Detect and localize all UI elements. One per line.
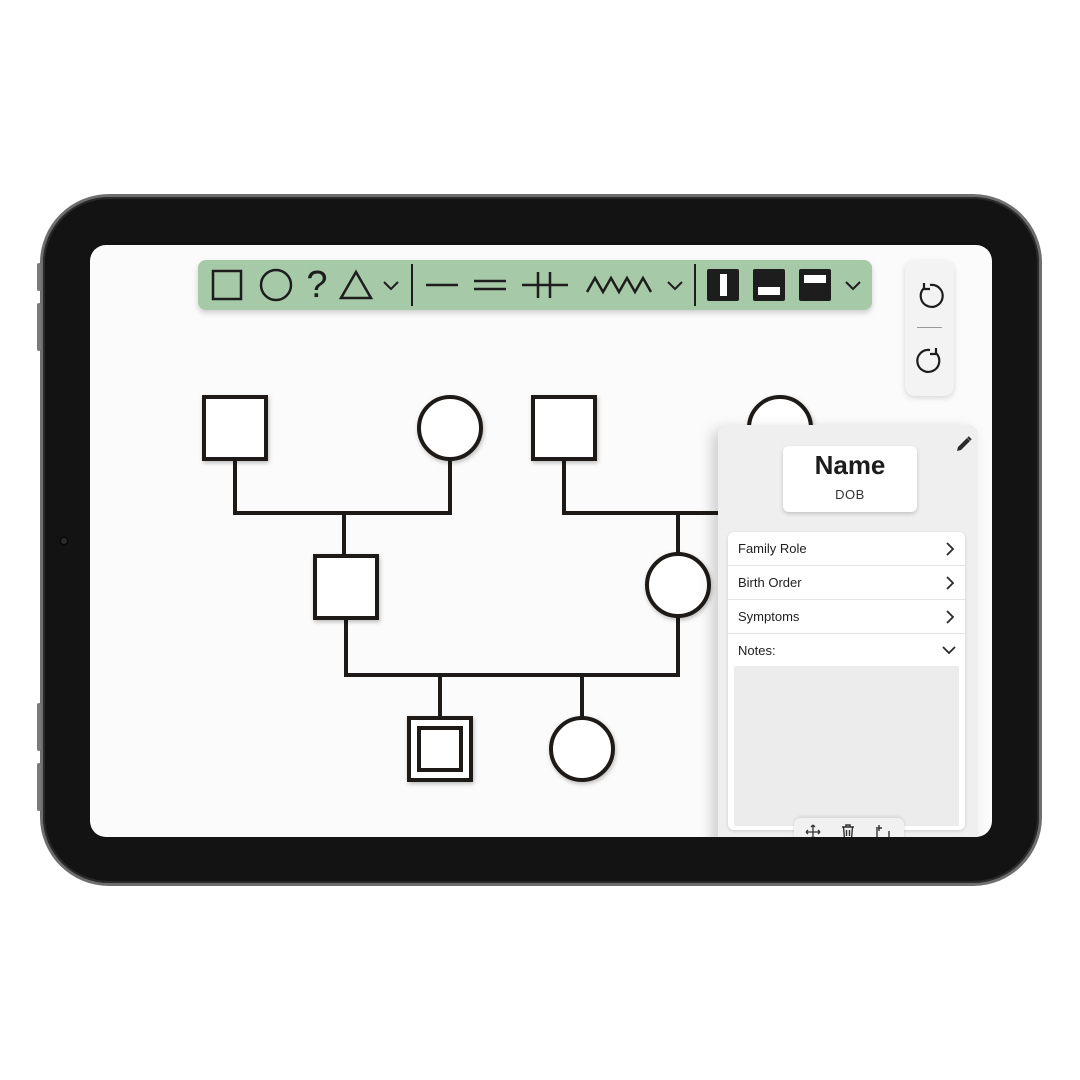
fill-left-half-icon bbox=[707, 269, 739, 301]
triangle-tool-button[interactable] bbox=[336, 260, 376, 310]
square-icon bbox=[211, 269, 243, 301]
chevron-right-icon bbox=[946, 576, 955, 590]
fill-left-half-tool-button[interactable] bbox=[704, 260, 742, 310]
zigzag-tool-button[interactable] bbox=[584, 260, 654, 310]
individual-female[interactable] bbox=[417, 395, 483, 461]
toolbar-divider bbox=[694, 264, 696, 306]
details-list: Family Role Birth Order Symptoms Notes: bbox=[728, 532, 965, 830]
individual-female[interactable] bbox=[645, 552, 711, 618]
redo-icon bbox=[915, 348, 940, 373]
history-controls bbox=[905, 260, 954, 396]
toolbar-divider bbox=[411, 264, 413, 306]
row-label: Symptoms bbox=[738, 609, 800, 624]
name-card[interactable]: Name DOB bbox=[783, 446, 917, 512]
delete-button[interactable] bbox=[837, 822, 859, 837]
mute-switch bbox=[37, 263, 41, 291]
notes-textarea[interactable] bbox=[734, 666, 959, 826]
chevron-down-icon bbox=[667, 281, 683, 291]
panel-actions bbox=[794, 818, 904, 837]
couple-line-right[interactable] bbox=[562, 459, 732, 515]
fill-more-dropdown[interactable] bbox=[842, 260, 864, 310]
chevron-down-icon bbox=[383, 281, 399, 291]
volume-up-button bbox=[37, 303, 41, 351]
circle-icon bbox=[259, 268, 293, 302]
move-icon bbox=[805, 824, 821, 837]
triangle-icon bbox=[338, 269, 374, 300]
connector-lines bbox=[233, 459, 732, 719]
relationship-more-dropdown[interactable] bbox=[664, 260, 686, 310]
chevron-right-icon bbox=[946, 610, 955, 624]
fill-bottom-half-tool-button[interactable] bbox=[750, 260, 788, 310]
couple-line-left[interactable] bbox=[233, 459, 452, 515]
row-label: Birth Order bbox=[738, 575, 802, 590]
chevron-down-icon bbox=[942, 646, 956, 655]
history-divider bbox=[917, 327, 942, 328]
pencil-icon bbox=[957, 436, 972, 451]
proband-inner-square bbox=[417, 726, 463, 772]
couple-line-middle[interactable] bbox=[344, 615, 680, 677]
undo-button[interactable] bbox=[905, 265, 954, 325]
zigzag-icon bbox=[585, 275, 653, 295]
individual-male[interactable] bbox=[202, 395, 268, 461]
shape-more-dropdown[interactable] bbox=[380, 260, 402, 310]
separated-tool-button[interactable] bbox=[518, 260, 572, 310]
add-photo-button[interactable] bbox=[872, 822, 894, 837]
individual-details-panel: Name DOB Family Role Birth Order Symptom… bbox=[718, 425, 978, 837]
edit-button[interactable] bbox=[953, 433, 975, 455]
circle-tool-button[interactable] bbox=[254, 260, 298, 310]
individual-dob: DOB bbox=[835, 487, 865, 502]
row-label: Family Role bbox=[738, 541, 807, 556]
redo-button[interactable] bbox=[905, 330, 954, 390]
individual-female[interactable] bbox=[549, 716, 615, 782]
individual-male[interactable] bbox=[313, 554, 379, 620]
separated-icon bbox=[522, 272, 568, 298]
app-screen: ? bbox=[90, 245, 992, 837]
power-button bbox=[37, 763, 41, 811]
single-line-tool-button[interactable] bbox=[422, 260, 462, 310]
symbol-toolbar: ? bbox=[198, 260, 872, 310]
row-label: Notes: bbox=[738, 643, 776, 658]
double-line-tool-button[interactable] bbox=[470, 260, 510, 310]
fill-top-half-tool-button[interactable] bbox=[796, 260, 834, 310]
trash-icon bbox=[842, 824, 854, 837]
notes-row[interactable]: Notes: bbox=[728, 634, 965, 667]
chevron-right-icon bbox=[946, 542, 955, 556]
volume-down-button bbox=[37, 703, 41, 751]
individual-name: Name bbox=[814, 450, 886, 480]
move-button[interactable] bbox=[802, 822, 824, 837]
fill-bottom-half-icon bbox=[753, 269, 785, 301]
chevron-down-icon bbox=[845, 281, 861, 291]
family-role-row[interactable]: Family Role bbox=[728, 532, 965, 566]
fill-top-half-icon bbox=[799, 269, 831, 301]
undo-icon bbox=[919, 283, 944, 308]
double-line-icon bbox=[474, 279, 506, 291]
square-tool-button[interactable] bbox=[206, 260, 248, 310]
birth-order-row[interactable]: Birth Order bbox=[728, 566, 965, 600]
individual-male[interactable] bbox=[531, 395, 597, 461]
single-line-icon bbox=[426, 283, 458, 287]
add-photo-icon bbox=[876, 825, 890, 837]
camera bbox=[59, 536, 69, 546]
symptoms-row[interactable]: Symptoms bbox=[728, 600, 965, 634]
unknown-sex-tool-button[interactable]: ? bbox=[306, 263, 328, 306]
